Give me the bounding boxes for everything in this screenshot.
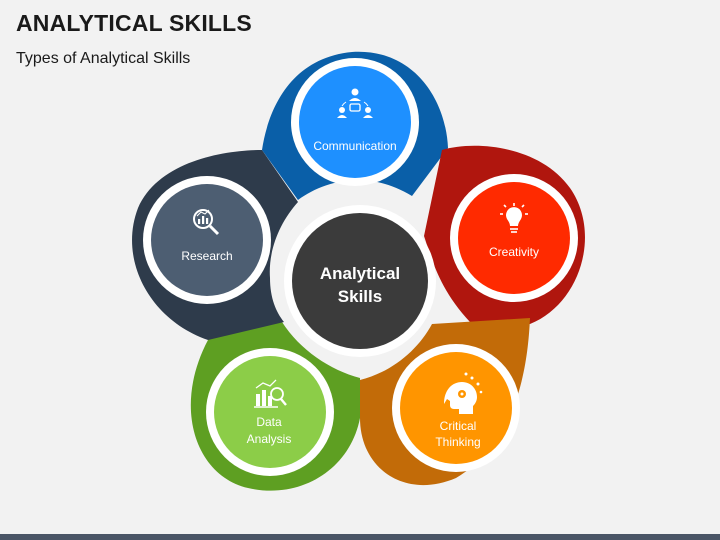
center-label-line2: Skills — [338, 287, 382, 306]
node-critical-thinking: Critical Thinking — [392, 344, 520, 472]
node-creativity-label: Creativity — [489, 245, 539, 259]
slide-title: ANALYTICAL SKILLS — [16, 10, 252, 36]
node-creativity: Creativity — [450, 174, 578, 302]
node-research: Research — [143, 176, 271, 304]
chart-magnifier-icon — [254, 379, 287, 408]
lightbulb-icon — [500, 203, 528, 233]
slide-subtitle: Types of Analytical Skills — [16, 50, 191, 67]
node-research-circle — [151, 184, 263, 296]
node-data-analysis-label-line2: Analysis — [247, 432, 292, 446]
bottom-bar — [0, 534, 720, 540]
node-critical-thinking-label-line1: Critical — [440, 419, 477, 433]
people-network-icon — [337, 88, 373, 118]
node-research-label: Research — [181, 249, 232, 263]
node-communication-circle — [299, 66, 411, 178]
node-communication-label: Communication — [313, 139, 396, 153]
magnifier-chart-icon — [193, 209, 220, 236]
node-data-analysis-label-line1: Data — [256, 415, 282, 429]
node-critical-thinking-label-line2: Thinking — [435, 435, 480, 449]
head-gears-icon — [444, 372, 483, 414]
node-data-analysis-circle — [214, 356, 326, 468]
node-creativity-circle — [458, 182, 570, 294]
node-communication: Communication — [291, 58, 419, 186]
node-data-analysis: Data Analysis — [206, 348, 334, 476]
center-circle — [292, 213, 428, 349]
center-label-line1: Analytical — [320, 264, 400, 283]
